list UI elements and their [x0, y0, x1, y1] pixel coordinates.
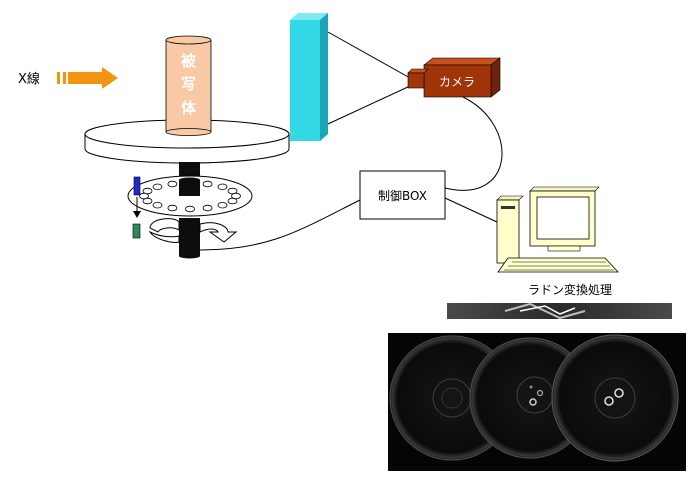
sensor-to-box-cable — [199, 199, 361, 251]
rotation-arrow-icon — [148, 218, 238, 243]
radon-label: ラドン変換処理 — [528, 282, 612, 297]
camera-label: カメラ — [439, 75, 475, 89]
encoder-hole — [227, 197, 238, 205]
subject-label-1: 被 — [181, 52, 197, 70]
green-sensor — [132, 223, 141, 239]
ct-reconstruction-panel — [388, 333, 686, 471]
subject-label-3: 体 — [181, 99, 197, 117]
ct-slice-3 — [551, 334, 679, 462]
camera-view-line-top — [327, 31, 411, 79]
arrow-right-icon — [57, 67, 118, 89]
sinogram-strip — [447, 302, 672, 320]
camera-view-line-bottom — [327, 85, 411, 125]
encoder-hole — [167, 204, 178, 212]
control-box-label: 制御BOX — [378, 188, 427, 203]
encoder-hole — [152, 183, 163, 190]
detector-panel — [290, 13, 328, 141]
xray-label: X線 — [18, 71, 40, 87]
camera-icon — [407, 57, 501, 98]
subject-cylinder — [165, 35, 212, 136]
encoder-hole — [185, 205, 195, 213]
encoder-hole — [167, 180, 178, 188]
desktop-computer-icon — [496, 186, 619, 273]
arrow-down-icon — [133, 197, 141, 218]
encoder-wheel — [127, 175, 253, 217]
encoder-hole — [227, 187, 238, 195]
encoder-hole — [202, 180, 213, 188]
encoder-hole — [217, 201, 228, 209]
control-box — [359, 170, 446, 220]
camera-to-box-cable — [444, 96, 503, 191]
encoder-hole — [152, 201, 163, 209]
subject-label-2: 写 — [181, 75, 196, 93]
blue-sensor — [133, 176, 141, 196]
encoder-hole — [217, 183, 228, 190]
box-to-computer-cable — [444, 197, 498, 223]
encoder-hole — [142, 187, 153, 195]
encoder-hole — [202, 204, 213, 212]
